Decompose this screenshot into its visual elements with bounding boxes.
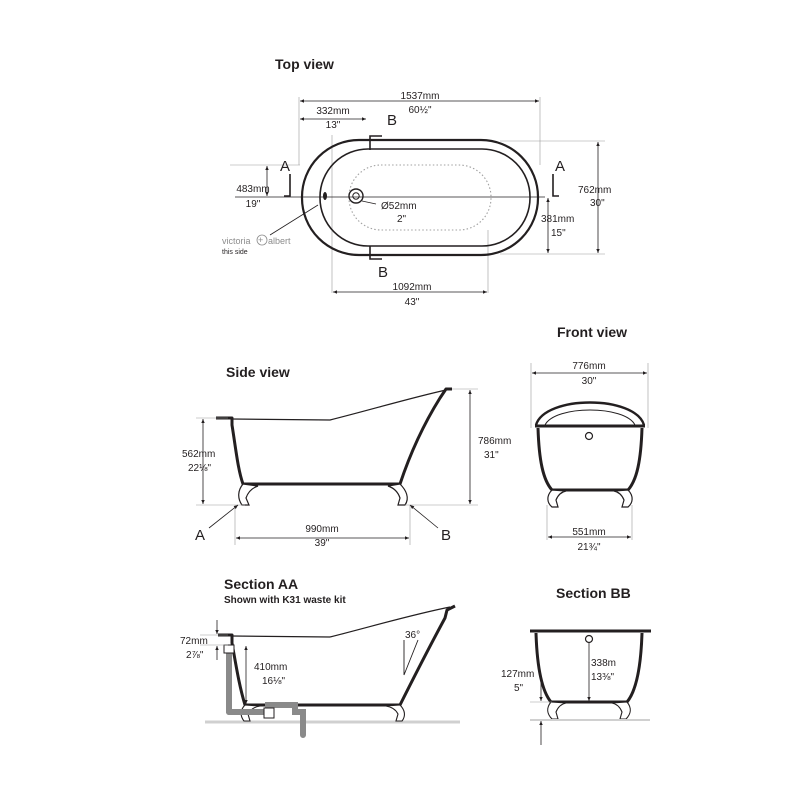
- side-view-title: Side view: [226, 364, 290, 380]
- dim-feet-span-mm: 990mm: [305, 524, 338, 535]
- brand-note: this side: [222, 249, 248, 256]
- dim-waste-diameter-in: 2": [397, 214, 407, 225]
- dim-overall-width-in: 30": [590, 198, 605, 209]
- section-a-label-right: A: [555, 158, 565, 175]
- dim-overall-width-mm: 762mm: [578, 185, 611, 196]
- dim-waste-offset-mm: 483mm: [236, 184, 269, 195]
- dim-end-offset-in: 13": [326, 120, 341, 131]
- dim-bb-depth-mm: 338m: [591, 658, 616, 669]
- dim-aa-depth-in: 16⅛": [262, 676, 285, 687]
- side-label-a: A: [195, 527, 205, 544]
- section-a-label-left: A: [280, 158, 290, 175]
- tub-outline-top: [300, 138, 540, 257]
- svg-text:albert: albert: [268, 236, 291, 246]
- front-view: Front view 776mm 30" 551mm 21¾": [530, 324, 649, 553]
- dim-overall-length-mm: 1537mm: [401, 91, 440, 102]
- dim-waste-diameter-mm: Ø52mm: [381, 201, 417, 212]
- dim-rim-drop-mm: 72mm: [180, 636, 208, 647]
- brand-logo: victoria + albert: [222, 234, 291, 246]
- side-label-b: B: [441, 527, 451, 544]
- dim-floor-clearance-mm: 127mm: [501, 669, 534, 680]
- foot-right-side: [387, 483, 408, 506]
- dim-end-offset-mm: 332mm: [316, 106, 349, 117]
- dim-front-base-width-in: 21¾": [577, 542, 600, 553]
- top-view: Top view 1537mm 60½" 332mm 13" 483mm 19": [222, 56, 611, 308]
- section-aa-subtitle: Shown with K31 waste kit: [224, 595, 346, 606]
- section-b-label-bottom: B: [378, 264, 388, 281]
- tub-inner-top: [319, 148, 531, 247]
- side-view: Side view 562mm 22⅛" 786mm 31" 990mm 39"…: [182, 364, 511, 549]
- dim-side-height-low-mm: 562mm: [182, 449, 215, 460]
- dim-inner-length-in: 43": [405, 297, 420, 308]
- top-view-title: Top view: [275, 56, 334, 72]
- dim-waste-offset-in: 19": [246, 199, 261, 210]
- dim-overall-length-in: 60½": [408, 105, 431, 116]
- bowl-floor-outline: [348, 164, 492, 231]
- dim-aa-depth-mm: 410mm: [254, 662, 287, 673]
- svg-text:+: +: [258, 235, 263, 245]
- dim-feet-span-in: 39": [315, 538, 330, 549]
- front-view-title: Front view: [557, 324, 627, 340]
- overflow-outlet: [323, 192, 327, 200]
- tub-section-aa: [218, 604, 456, 707]
- dim-inner-length-mm: 1092mm: [393, 282, 432, 293]
- waste-outlet: [348, 188, 364, 204]
- dim-half-width-mm: 381mm: [541, 214, 574, 225]
- dim-rim-drop-in: 2⅞": [186, 650, 204, 661]
- tub-section-bb: [530, 629, 651, 704]
- dim-front-top-width-in: 30": [582, 376, 597, 387]
- dim-half-width-in: 15": [551, 228, 566, 239]
- dim-side-height-high-in: 31": [484, 450, 499, 461]
- section-bb-title: Section BB: [556, 585, 631, 601]
- dim-bb-depth-in: 13⅜": [591, 672, 614, 683]
- tub-body-side: [216, 387, 452, 486]
- dim-floor-clearance-in: 5": [514, 683, 524, 694]
- waste-kit: [226, 645, 306, 738]
- dim-side-height-high-mm: 786mm: [478, 436, 511, 447]
- front-backrest: [534, 401, 646, 426]
- dim-front-base-width-mm: 551mm: [572, 527, 605, 538]
- tub-body-front: [535, 424, 645, 492]
- backrest-angle: 36°: [405, 630, 420, 641]
- dim-side-height-low-in: 22⅛": [188, 463, 211, 474]
- section-aa: Section AA Shown with K31 waste kit 72mm…: [180, 576, 460, 738]
- dim-front-top-width-mm: 776mm: [572, 361, 605, 372]
- section-bb: Section BB 127mm 5" 338m 13⅜": [501, 585, 651, 745]
- foot-left-side: [238, 483, 259, 506]
- svg-text:victoria: victoria: [222, 236, 251, 246]
- section-b-label-top: B: [387, 112, 397, 129]
- section-aa-title: Section AA: [224, 576, 298, 592]
